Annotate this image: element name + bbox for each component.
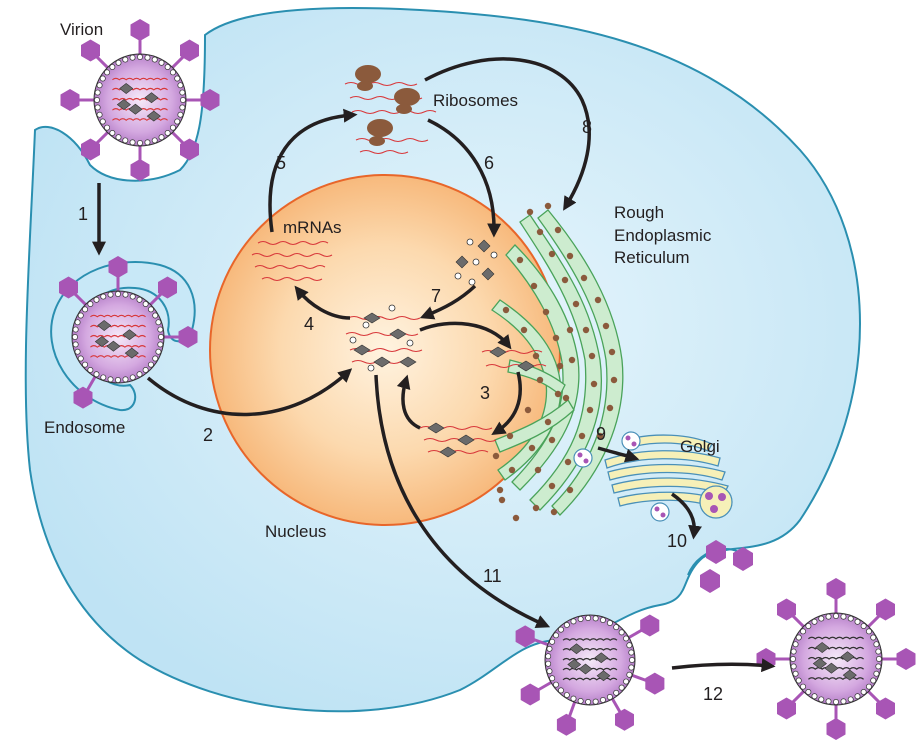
arrow-2 xyxy=(146,368,353,417)
er-ribosome-dots xyxy=(492,202,618,522)
arrow-5 xyxy=(268,108,358,233)
step-1: 1 xyxy=(78,204,88,224)
step-5: 5 xyxy=(276,153,286,173)
arrow-3b xyxy=(491,371,522,435)
endosome-virion xyxy=(59,256,198,409)
arrow-6 xyxy=(427,118,502,238)
virion-entering xyxy=(60,19,220,181)
step-4: 4 xyxy=(304,314,314,334)
step-2: 2 xyxy=(203,425,213,445)
arrow-12 xyxy=(671,658,776,673)
step-12: 12 xyxy=(703,684,723,704)
arrow-11 xyxy=(374,374,551,629)
arrow-10 xyxy=(670,492,702,540)
label-mrnas: mRNAs xyxy=(283,218,342,237)
label-rer-line1: Rough xyxy=(614,203,664,222)
step-6: 6 xyxy=(484,153,494,173)
step-arrows xyxy=(92,57,776,673)
viral-genome-center xyxy=(345,304,423,372)
free-ribosomes xyxy=(344,65,437,155)
viral-genome-copy-upper xyxy=(481,346,547,372)
virion-budding xyxy=(515,614,665,736)
label-rer-line2: Endoplasmic xyxy=(614,226,712,245)
mrna-strands xyxy=(251,240,333,282)
arrow-4 xyxy=(294,285,351,320)
budding-site xyxy=(687,540,753,593)
label-nucleus: Nucleus xyxy=(265,522,326,541)
step-3: 3 xyxy=(480,383,490,403)
label-ribosomes: Ribosomes xyxy=(433,91,518,110)
label-endosome: Endosome xyxy=(44,418,125,437)
arrow-3a xyxy=(419,321,512,350)
label-rer-line3: Reticulum xyxy=(614,248,690,267)
label-golgi: Golgi xyxy=(680,437,720,456)
golgi-vesicles xyxy=(573,431,733,522)
arrow-7 xyxy=(419,284,477,320)
arrow-3c xyxy=(396,374,421,430)
step-10: 10 xyxy=(667,531,687,551)
step-7: 7 xyxy=(431,286,441,306)
arrow-8 xyxy=(424,57,591,211)
step-9: 9 xyxy=(596,424,606,444)
step-8: 8 xyxy=(582,117,592,137)
label-virion: Virion xyxy=(60,20,103,39)
virion-released xyxy=(756,578,916,740)
step-11: 11 xyxy=(483,566,502,586)
viral-proteins xyxy=(454,238,498,286)
arrow-9 xyxy=(597,446,640,463)
viral-genome-copy-lower xyxy=(419,422,497,458)
